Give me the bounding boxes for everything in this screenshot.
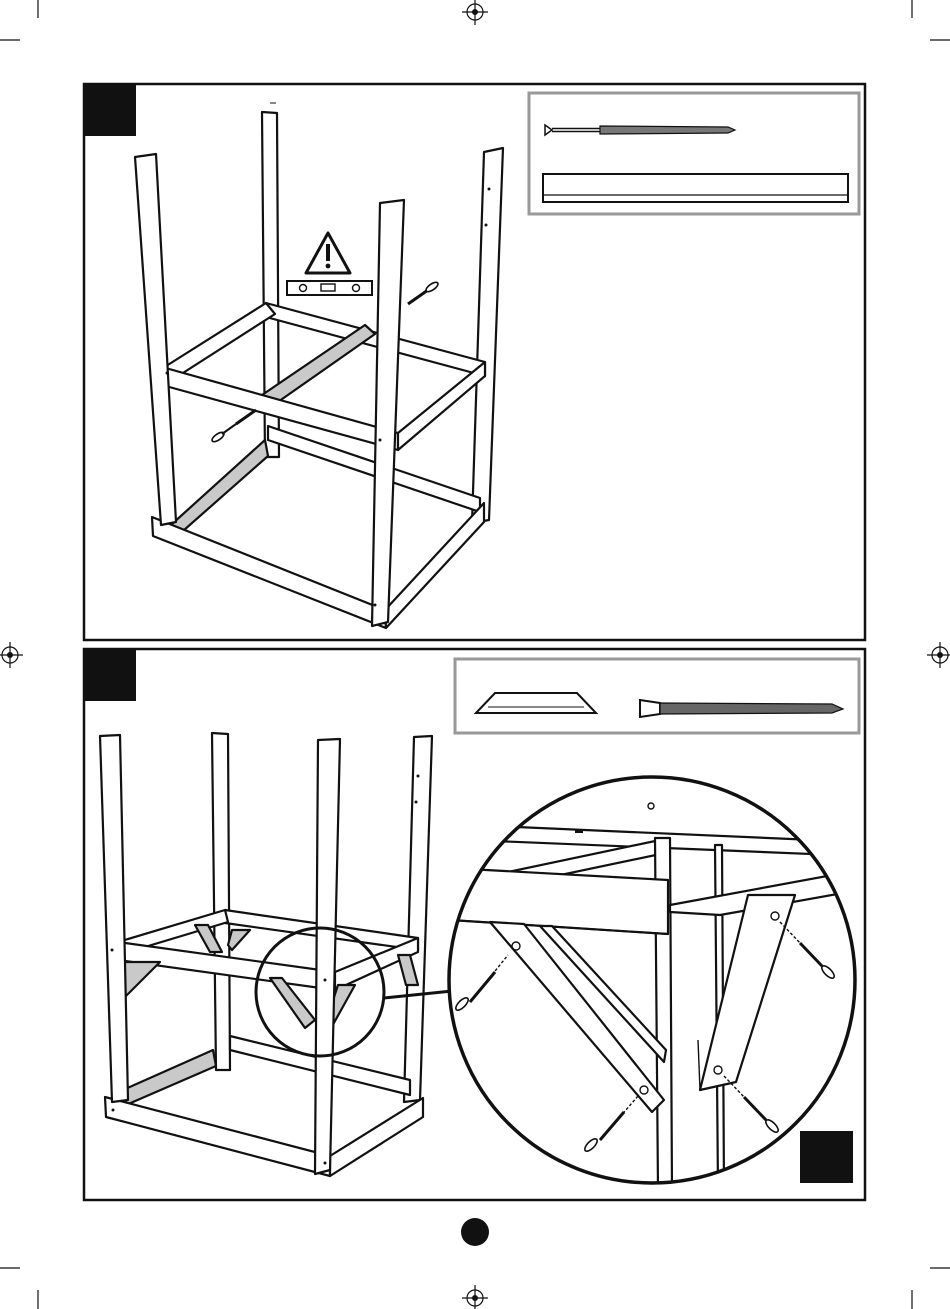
- step-panel-top: [84, 84, 865, 640]
- warning-triangle-icon: [306, 233, 350, 273]
- screw-icon: [211, 410, 256, 443]
- parts-box: [455, 659, 859, 733]
- frame-assembly-drawing: [135, 103, 503, 628]
- step-number-badge: [84, 84, 136, 136]
- registration-mark-icon: [0, 642, 23, 668]
- registration-mark-icon: [462, 0, 488, 25]
- frame-with-braces-drawing: [100, 733, 432, 1176]
- brace-block-icon: [476, 693, 596, 713]
- detail-badge: [800, 1131, 853, 1183]
- registration-mark-icon: [462, 1285, 488, 1309]
- level-tool-icon: [287, 281, 372, 295]
- screw-icon: [408, 281, 439, 304]
- zoomed-detail: [440, 770, 870, 1190]
- step-panel-bottom: [84, 649, 870, 1200]
- board-icon: [543, 174, 848, 202]
- page-number-badge: [461, 1218, 489, 1246]
- step-number-badge: [84, 649, 136, 701]
- parts-box: [529, 93, 859, 214]
- registration-mark-icon: [927, 642, 950, 668]
